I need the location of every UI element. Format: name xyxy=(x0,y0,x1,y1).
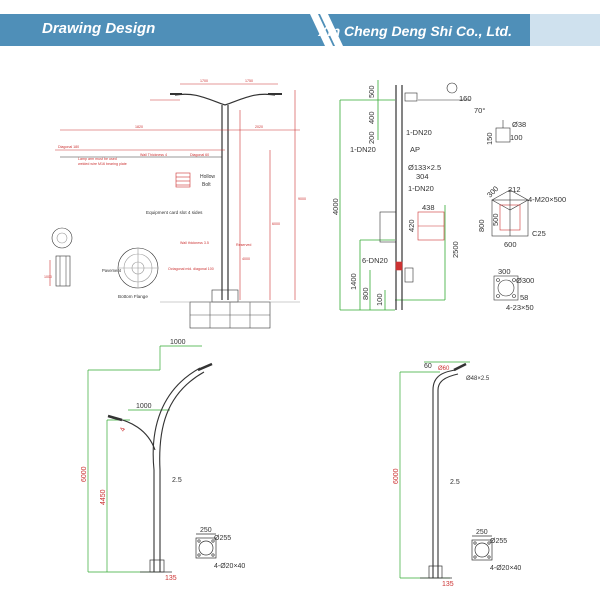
label-tr-holes: 4-23×50 xyxy=(506,303,534,312)
label-tr-420: 420 xyxy=(407,219,416,232)
label-br-60: 60 xyxy=(424,363,432,370)
label-dim-1700: 1700 xyxy=(200,79,208,83)
label-tr-400: 400 xyxy=(367,111,376,124)
label-br-dia48: Ø48×2.5 xyxy=(466,376,490,382)
label-tr-dia300: Ø300 xyxy=(516,276,534,285)
label-tr-150: 150 xyxy=(485,132,494,145)
label-tr-200: 200 xyxy=(367,131,376,144)
label-br-thk: 2.5 xyxy=(450,479,460,486)
label-tr-300: 300 xyxy=(485,184,500,199)
label-bl-250: 250 xyxy=(200,527,212,534)
label-tr-dia133: Ø133×2.5 xyxy=(408,163,441,172)
label-tr-1400: 1400 xyxy=(349,273,358,290)
label-reserved-hole: Reserved xyxy=(236,243,251,247)
label-bl-6000: 6000 xyxy=(81,466,88,482)
label-tr-500b: 500 xyxy=(491,213,500,226)
drawing-top-right xyxy=(339,80,529,311)
drawing-bottom-left-labels: 1000 1000 4 2.5 6000 4450 250 Ø255 4-Ø20… xyxy=(81,339,245,582)
label-tr-m20: 4-M20×500 xyxy=(528,195,566,204)
label-wall-thickness-bottom: Wall thickness 3.5 xyxy=(180,241,209,245)
label-dim-1750: 1750 xyxy=(245,79,253,83)
label-octagonal-mid: Octagonal mid. diagonal 100 xyxy=(168,267,214,271)
label-br-dia60: Ø60 xyxy=(438,366,450,372)
label-bottom-flange: Bottom Flange xyxy=(118,294,148,299)
label-tr-800b: 800 xyxy=(477,219,486,232)
label-dim-2020: 2020 xyxy=(255,125,263,129)
label-bl-4: 4 xyxy=(119,427,127,433)
label-diagonal-mid: Diagonal 60 xyxy=(190,153,209,157)
label-br-135: 135 xyxy=(442,581,454,588)
drawing-top-left xyxy=(49,83,300,329)
label-br-6000: 6000 xyxy=(393,468,400,484)
label-tr-800: 800 xyxy=(361,287,370,300)
label-tr-dn20-6: 6-DN20 xyxy=(362,256,388,265)
label-dim-4000: 4000 xyxy=(242,257,250,261)
header-left-title: Drawing Design xyxy=(42,20,156,37)
label-tr-ap: AP xyxy=(410,145,420,154)
label-tr-c25: C25 xyxy=(532,229,546,238)
label-br-250: 250 xyxy=(476,529,488,536)
label-lamp-arm-note-2: welded wire M16 bearing plate xyxy=(78,162,127,166)
label-dim-1820: 1820 xyxy=(135,125,143,129)
drawing-bottom-right-labels: 60 Ø48×2.5 Ø60 2.5 6000 250 Ø255 4-Ø20×4… xyxy=(393,363,521,588)
label-pavement: Pavement xyxy=(102,268,122,273)
label-bl-1000-top: 1000 xyxy=(170,339,186,346)
label-bl-135: 135 xyxy=(165,575,177,582)
header-bar xyxy=(0,14,600,46)
label-tr-38: Ø38 xyxy=(512,120,526,129)
label-bl-4450: 4450 xyxy=(100,489,107,505)
label-tr-500: 500 xyxy=(367,85,376,98)
label-tr-70deg: 70° xyxy=(474,106,485,115)
label-tr-100: 100 xyxy=(375,293,384,306)
label-diagonal-left: Diagonal 180 xyxy=(58,145,79,149)
label-tr-304: 304 xyxy=(416,172,429,181)
label-br-dia255: Ø255 xyxy=(490,538,507,545)
label-wall-thickness: Wall Thickness 4 xyxy=(140,153,167,157)
label-dim-6000: 6000 xyxy=(272,222,280,226)
drawing-bottom-left xyxy=(87,345,217,573)
label-dim-9000: 9000 xyxy=(298,197,306,201)
label-bolt: Bolt xyxy=(202,182,211,188)
label-br-holes: 4-Ø20×40 xyxy=(490,565,521,572)
drawing-top-right-labels: 500 400 200 1-DN20 1-DN20 AP Ø133×2.5 30… xyxy=(331,85,566,312)
label-tr-dn20-1: 1-DN20 xyxy=(406,128,432,137)
drawing-top-left-labels: Diagonal 180 Lamp arm must be used welde… xyxy=(44,79,306,299)
label-lamp-arm-note-1: Lamp arm must be used xyxy=(78,157,117,161)
label-bl-thk: 2.5 xyxy=(172,477,182,484)
label-tr-58: 58 xyxy=(520,293,528,302)
label-tr-300b: 300 xyxy=(498,267,511,276)
header-banner: Drawing Design Xin Cheng Deng Shi Co., L… xyxy=(0,14,600,46)
label-tr-dn20-2: 1-DN20 xyxy=(350,145,376,154)
label-tr-100b: 100 xyxy=(510,133,523,142)
label-tr-4000: 4000 xyxy=(331,198,340,215)
label-bl-1000-mid: 1000 xyxy=(136,403,152,410)
header-right-title: Xin Cheng Deng Shi Co., Ltd. xyxy=(318,23,512,39)
label-tr-dn20-3: 1-DN20 xyxy=(408,184,434,193)
label-tr-160: 160 xyxy=(459,94,472,103)
label-tr-438: 438 xyxy=(422,203,435,212)
label-tr-600: 600 xyxy=(504,240,517,249)
label-dim-1000: 1000 xyxy=(44,275,52,279)
label-tr-212: 212 xyxy=(508,185,521,194)
label-bl-dia255: Ø255 xyxy=(214,535,231,542)
label-tr-2500: 2500 xyxy=(451,241,460,258)
label-bl-holes: 4-Ø20×40 xyxy=(214,563,245,570)
label-hollow: Hollow xyxy=(200,174,215,180)
label-equipment: Equipment card slot 4 sides xyxy=(146,210,203,215)
drawing-bottom-right xyxy=(399,361,493,579)
